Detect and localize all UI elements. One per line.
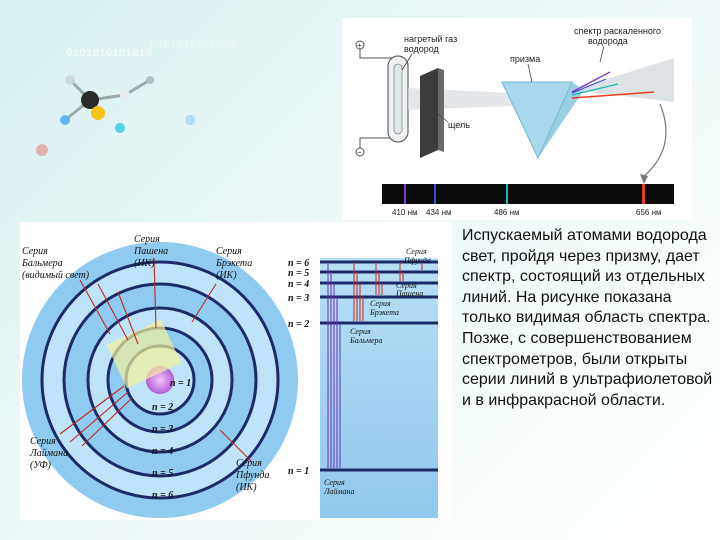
gas-label-1: нагретый газ (404, 34, 457, 44)
balmer-label-1: Серия (22, 246, 48, 257)
level-lyman-label-2: Лаймана (323, 487, 355, 496)
spectrum-label-2: водорода (588, 36, 628, 46)
level-balmer-label-1: Серия (350, 327, 371, 336)
brackett-label-3: (ИК) (216, 270, 237, 281)
hydrogen-atom-icon (65, 75, 75, 85)
level-label-n6: n = 6 (288, 258, 309, 269)
wavelength-410: 410 нм (392, 208, 418, 217)
brackett-label-2: Брэкета (215, 258, 252, 269)
orbit-label-n5: n = 5 (152, 468, 173, 479)
minus-sign: − (357, 148, 362, 157)
spectral-line-656 (642, 184, 645, 204)
prism-label: призма (510, 54, 540, 64)
blue-atom-icon (60, 115, 70, 125)
wavelength-434: 434 нм (426, 208, 452, 217)
balmer-label-3: (видимый свет) (22, 270, 90, 281)
lyman-label-3: (УФ) (30, 460, 52, 471)
sulfur-atom-icon (91, 106, 105, 120)
balmer-label-2: Бальмера (21, 258, 63, 269)
orbit-label-n4: n = 4 (152, 446, 173, 457)
plus-sign: + (357, 41, 362, 50)
orbit-diagram (22, 242, 298, 518)
spectral-line-486 (506, 184, 508, 204)
pfund-label-2: Пфунда (235, 470, 269, 481)
spectrum-label-1: спектр раскаленного (574, 26, 661, 36)
level-pfund-label-1: Серия (406, 247, 427, 256)
level-lyman-label-1: Серия (324, 478, 345, 487)
level-balmer-label-2: Бальмера (349, 336, 383, 345)
gas-label-2: водород (404, 44, 440, 54)
lyman-label-1: Серия (30, 436, 56, 447)
energy-level-diagram (320, 258, 438, 518)
wavelength-656: 656 нм (636, 208, 662, 217)
pfund-label-3: (ИК) (236, 482, 257, 493)
level-label-n1: n = 1 (288, 466, 309, 477)
slit-label: щель (448, 120, 470, 130)
molecule-background: 0101010101010 0101010101010 (36, 40, 236, 156)
orbit-label-n1: n = 1 (170, 378, 191, 389)
paschen-label-2: Пашена (133, 246, 168, 257)
spectral-line-410 (404, 184, 406, 204)
level-label-n5: n = 5 (288, 268, 309, 279)
level-paschen-label-2: Пашена (395, 289, 423, 298)
carbon-atom-icon (81, 91, 99, 109)
level-paschen-label-1: Серия (396, 281, 417, 290)
caption-text: Испускаемый атомами водорода свет, пройд… (462, 227, 713, 409)
wavelength-486: 486 нм (494, 208, 520, 217)
binary-text-faint: 0101010101010 (150, 40, 236, 52)
paschen-label-1: Серия (134, 234, 160, 245)
spectral-line-434 (434, 184, 436, 204)
red-atom-icon (36, 144, 48, 156)
slit-plate-icon (420, 68, 438, 158)
lyman-label-2: Лаймана (29, 448, 68, 459)
binary-text: 0101010101010 (66, 48, 152, 60)
level-brackett-label-1: Серия (370, 299, 391, 308)
brackett-label-1: Серия (216, 246, 242, 257)
level-label-n2: n = 2 (288, 319, 309, 330)
orbit-label-n6: n = 6 (152, 490, 173, 501)
pfund-label-1: Серия (236, 458, 262, 469)
spectrometer-figure: + − нагретый газ водород щель призма (342, 18, 692, 220)
level-pfund-label-2: Пфунда (403, 256, 431, 265)
level-label-n4: n = 4 (288, 279, 309, 290)
curved-arrow-icon (641, 103, 667, 179)
level-brackett-label-2: Брэкета (369, 308, 399, 317)
paschen-label-3: (ИК) (134, 258, 155, 269)
spectrum-strip (382, 184, 674, 204)
orbit-label-n2: n = 2 (152, 402, 173, 413)
hydrogen-series-figure: n = 1 n = 2 n = 3 n = 4 n = 5 n = 6 Сери… (20, 222, 452, 520)
orbit-label-n3: n = 3 (152, 424, 173, 435)
level-label-n3: n = 3 (288, 293, 309, 304)
